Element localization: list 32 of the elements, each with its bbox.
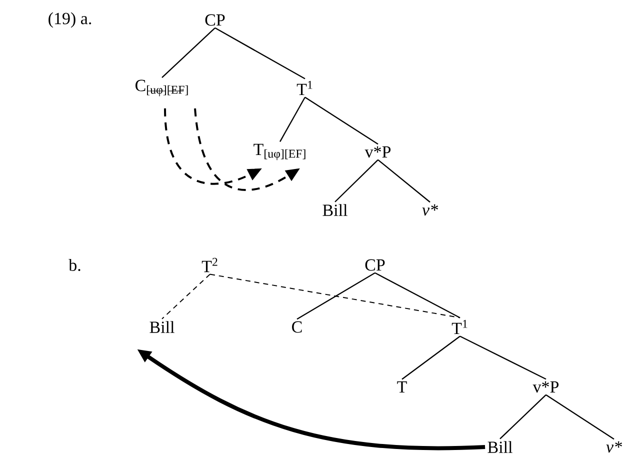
tree-label: T$_{[uφ][EF]}$: [254, 144, 306, 160]
tree-branch: [460, 336, 546, 380]
tree-branch: [402, 336, 460, 380]
tree-label: T$^{1}$: [452, 320, 468, 334]
tree-branch: [296, 272, 376, 320]
tree-branch: [279, 96, 306, 142]
tree-branch: [214, 27, 306, 80]
tree-branch: [378, 159, 430, 203]
tree-branch: [162, 27, 216, 78]
tree-label: Bill: [322, 204, 348, 216]
tree-label: T$^{1}$: [296, 80, 312, 96]
tree-label: C: [292, 321, 302, 333]
tree-label: v*P: [364, 146, 391, 158]
tree-label: C$_{[uφ][EF]}$: [136, 80, 188, 96]
tree-label: Bill: [150, 321, 174, 333]
tree-branch: [210, 274, 460, 318]
example-number: b.: [68, 258, 80, 271]
tree-branch: [304, 96, 378, 145]
tree-label: v*: [422, 204, 438, 216]
tree-label: T$^{2}$: [202, 258, 218, 272]
tree-branch: [546, 394, 614, 440]
tree-label: v*P: [532, 381, 559, 393]
tree-label: v*: [606, 441, 622, 453]
tree-label: CP: [365, 259, 385, 271]
tree-branch: [374, 272, 460, 318]
tree-branch: [162, 274, 210, 320]
example-number: (19) a.: [48, 12, 92, 28]
tree-branch: [500, 394, 546, 440]
tree-label: T: [397, 381, 407, 393]
tree-label: Bill: [488, 441, 512, 453]
tree-branch: [334, 159, 378, 202]
tree-label: CP: [205, 14, 225, 26]
